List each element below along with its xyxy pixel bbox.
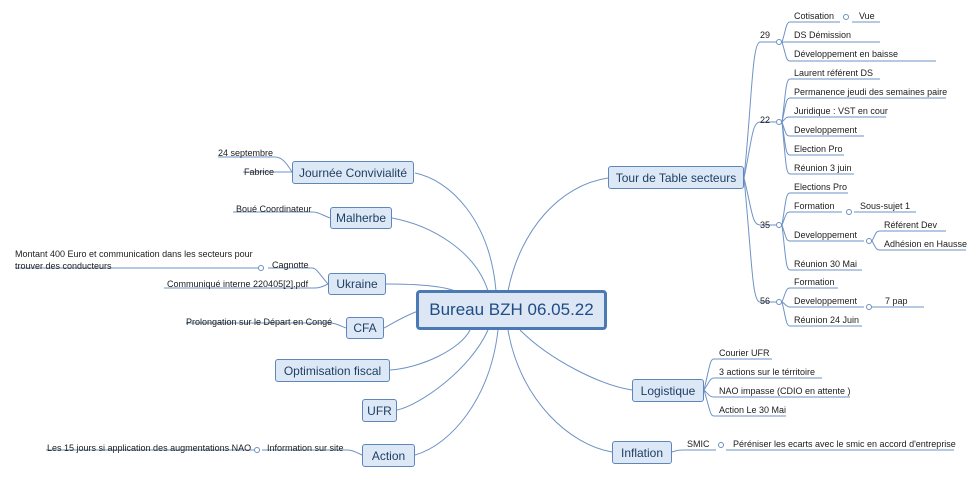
topic-label: Action — [371, 448, 406, 463]
subtopic-3-actions[interactable]: 3 actions sur le térritoire — [719, 367, 816, 377]
collapse-toggle-icon[interactable] — [866, 304, 872, 310]
subtopic-action-30-mai[interactable]: Action Le 30 Mai — [719, 405, 787, 415]
topic-tour-de-table[interactable]: Tour de Table secteurs — [608, 166, 744, 189]
collapse-toggle-icon[interactable] — [776, 119, 782, 125]
subtopic-formation[interactable]: Formation — [794, 277, 835, 287]
subtopic-developpement[interactable]: Developpement — [794, 125, 858, 135]
subtopic-communique[interactable]: Communiqué interne 220405[2].pdf — [167, 279, 309, 289]
subtopic-information-sur-site[interactable]: Information sur site — [267, 443, 344, 453]
subtopic-prolongation[interactable]: Prolongation sur le Départ en Congé — [186, 317, 333, 327]
subtopic-cotisation[interactable]: Cotisation — [794, 11, 835, 21]
collapse-toggle-icon[interactable] — [846, 209, 852, 215]
collapse-toggle-icon[interactable] — [843, 14, 849, 20]
subtopic-juridique[interactable]: Juridique : VST en cour — [794, 106, 888, 116]
topic-label: Tour de Table secteurs — [615, 170, 737, 185]
topic-label: UFR — [367, 403, 392, 418]
topic-label: Optimisation fiscal — [283, 363, 382, 378]
subtopic-ds-demission[interactable]: DS Démission — [794, 30, 852, 40]
subtopic-reunion-24-juin[interactable]: Réunion 24 Juin — [794, 315, 860, 325]
topic-ufr[interactable]: UFR — [362, 399, 397, 422]
topic-logistique[interactable]: Logistique — [632, 379, 704, 402]
collapse-toggle-icon[interactable] — [254, 447, 260, 453]
topic-label: CFA — [353, 321, 377, 335]
collapse-toggle-icon[interactable] — [776, 222, 782, 228]
sector-number-56[interactable]: 56 — [760, 296, 771, 306]
subtopic-7-pap[interactable]: 7 pap — [885, 296, 908, 306]
subtopic-adhesion[interactable]: Adhésion en Hausse — [884, 239, 968, 249]
subtopic-election-pro[interactable]: Election Pro — [794, 144, 843, 154]
topic-label: Journée Convivialité — [298, 165, 408, 180]
subtopic-permanence[interactable]: Permanence jeudi des semaines paire — [794, 87, 948, 97]
sector-number-22[interactable]: 22 — [760, 115, 771, 125]
subtopic-referent-dev[interactable]: Référent Dev — [884, 220, 938, 230]
topic-label: Ukraine — [336, 277, 378, 291]
topic-label: Malherbe — [335, 211, 387, 225]
central-topic-label: Bureau BZH 06.05.22 — [429, 300, 594, 319]
subtopic-24-septembre[interactable]: 24 septembre — [218, 148, 274, 158]
subtopic-sous-sujet[interactable]: Sous-sujet 1 — [860, 201, 911, 211]
subtopic-developpement[interactable]: Developpement — [794, 296, 858, 306]
topic-optimisation-fiscal[interactable]: Optimisation fiscal — [275, 359, 390, 382]
collapse-toggle-icon[interactable] — [866, 238, 872, 244]
subtopic-developpement[interactable]: Developpement — [794, 230, 858, 240]
subtopic-pereniser[interactable]: Péréniser les ecarts avec le smic en acc… — [733, 439, 956, 449]
central-topic[interactable]: Bureau BZH 06.05.22 — [416, 290, 607, 330]
topic-action[interactable]: Action — [362, 444, 415, 467]
collapse-toggle-icon[interactable] — [258, 265, 264, 271]
subtopic-developpement-baisse[interactable]: Développement en baisse — [794, 49, 899, 59]
subtopic-reunion-3-juin[interactable]: Réunion 3 juin — [794, 163, 852, 173]
subtopic-courier-ufr[interactable]: Courier UFR — [719, 348, 770, 358]
collapse-toggle-icon[interactable] — [718, 442, 724, 448]
subtopic-cagnotte-detail-line1[interactable]: Montant 400 Euro et communication dans l… — [15, 249, 253, 259]
subtopic-nao-impasse[interactable]: NAO impasse (CDIO en attente ) — [719, 386, 851, 396]
subtopic-fabrice[interactable]: Fabrice — [244, 167, 275, 177]
sector-number-35[interactable]: 35 — [760, 220, 771, 230]
subtopic-laurent[interactable]: Laurent référent DS — [794, 68, 874, 78]
sector-number-29[interactable]: 29 — [760, 30, 771, 40]
subtopic-formation[interactable]: Formation — [794, 201, 835, 211]
collapse-toggle-icon[interactable] — [776, 39, 782, 45]
subtopic-boue-coordinateur[interactable]: Boué Coordinateur — [236, 204, 312, 214]
topic-journee-convivialite[interactable]: Journée Convivialité — [292, 161, 414, 184]
subtopic-smic[interactable]: SMIC — [687, 439, 710, 449]
topic-malherbe[interactable]: Malherbe — [330, 207, 392, 229]
topic-label: Logistique — [640, 383, 696, 398]
topic-ukraine[interactable]: Ukraine — [328, 273, 386, 295]
topic-label: Inflation — [620, 445, 664, 460]
subtopic-vue[interactable]: Vue — [859, 11, 875, 21]
subtopic-cagnotte[interactable]: Cagnotte — [272, 260, 309, 270]
topic-cfa[interactable]: CFA — [346, 317, 384, 339]
subtopic-cagnotte-detail-line2: trouver des conducteurs — [15, 261, 112, 271]
topic-inflation[interactable]: Inflation — [612, 441, 672, 464]
collapse-toggle-icon[interactable] — [776, 299, 782, 305]
subtopic-reunion-30-mai[interactable]: Réunion 30 Mai — [794, 259, 858, 269]
subtopic-elections-pro[interactable]: Elections Pro — [794, 182, 848, 192]
subtopic-action-detail[interactable]: Les 15 jours si application des augmenta… — [47, 443, 252, 453]
